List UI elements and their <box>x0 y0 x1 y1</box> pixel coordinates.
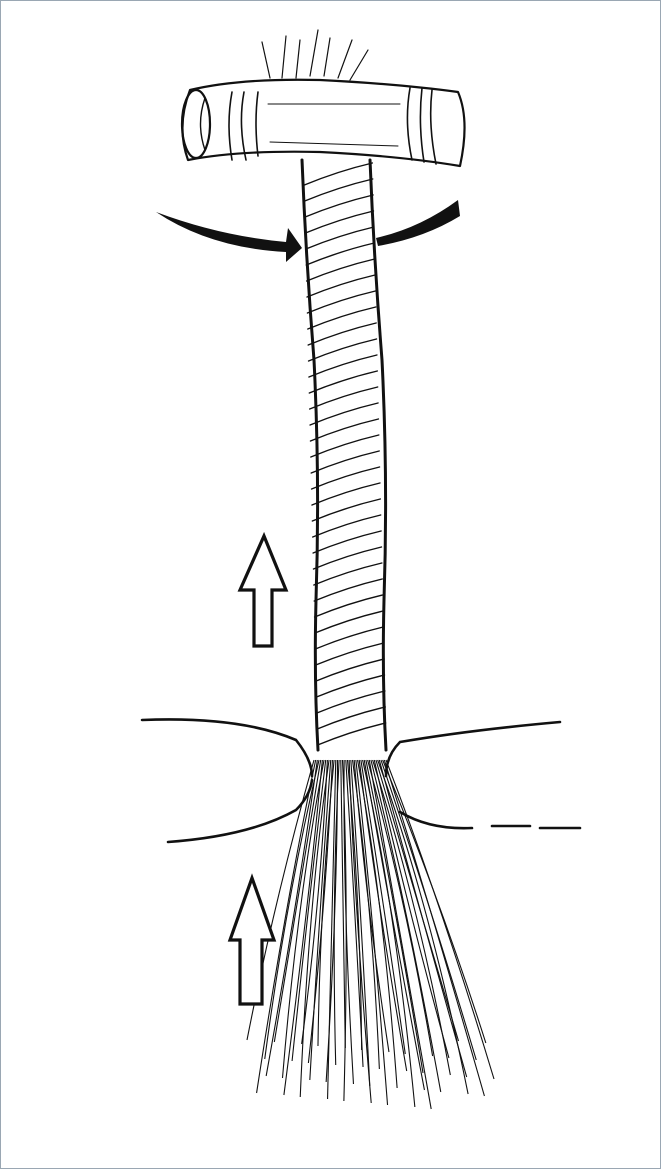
fiber-bundle-icon <box>247 760 494 1109</box>
fiber-strand <box>358 760 398 1088</box>
hollow-up-arrow-icon <box>230 878 274 1004</box>
fiber-strand <box>274 760 320 1042</box>
fiber-strand <box>266 760 317 1076</box>
rope-twist-stroke <box>318 723 386 745</box>
fiber-strand <box>351 760 370 1086</box>
wooden-handle-icon <box>182 30 465 166</box>
hollow-up-arrow-icon <box>240 536 286 646</box>
twisted-rope-icon <box>302 160 386 750</box>
